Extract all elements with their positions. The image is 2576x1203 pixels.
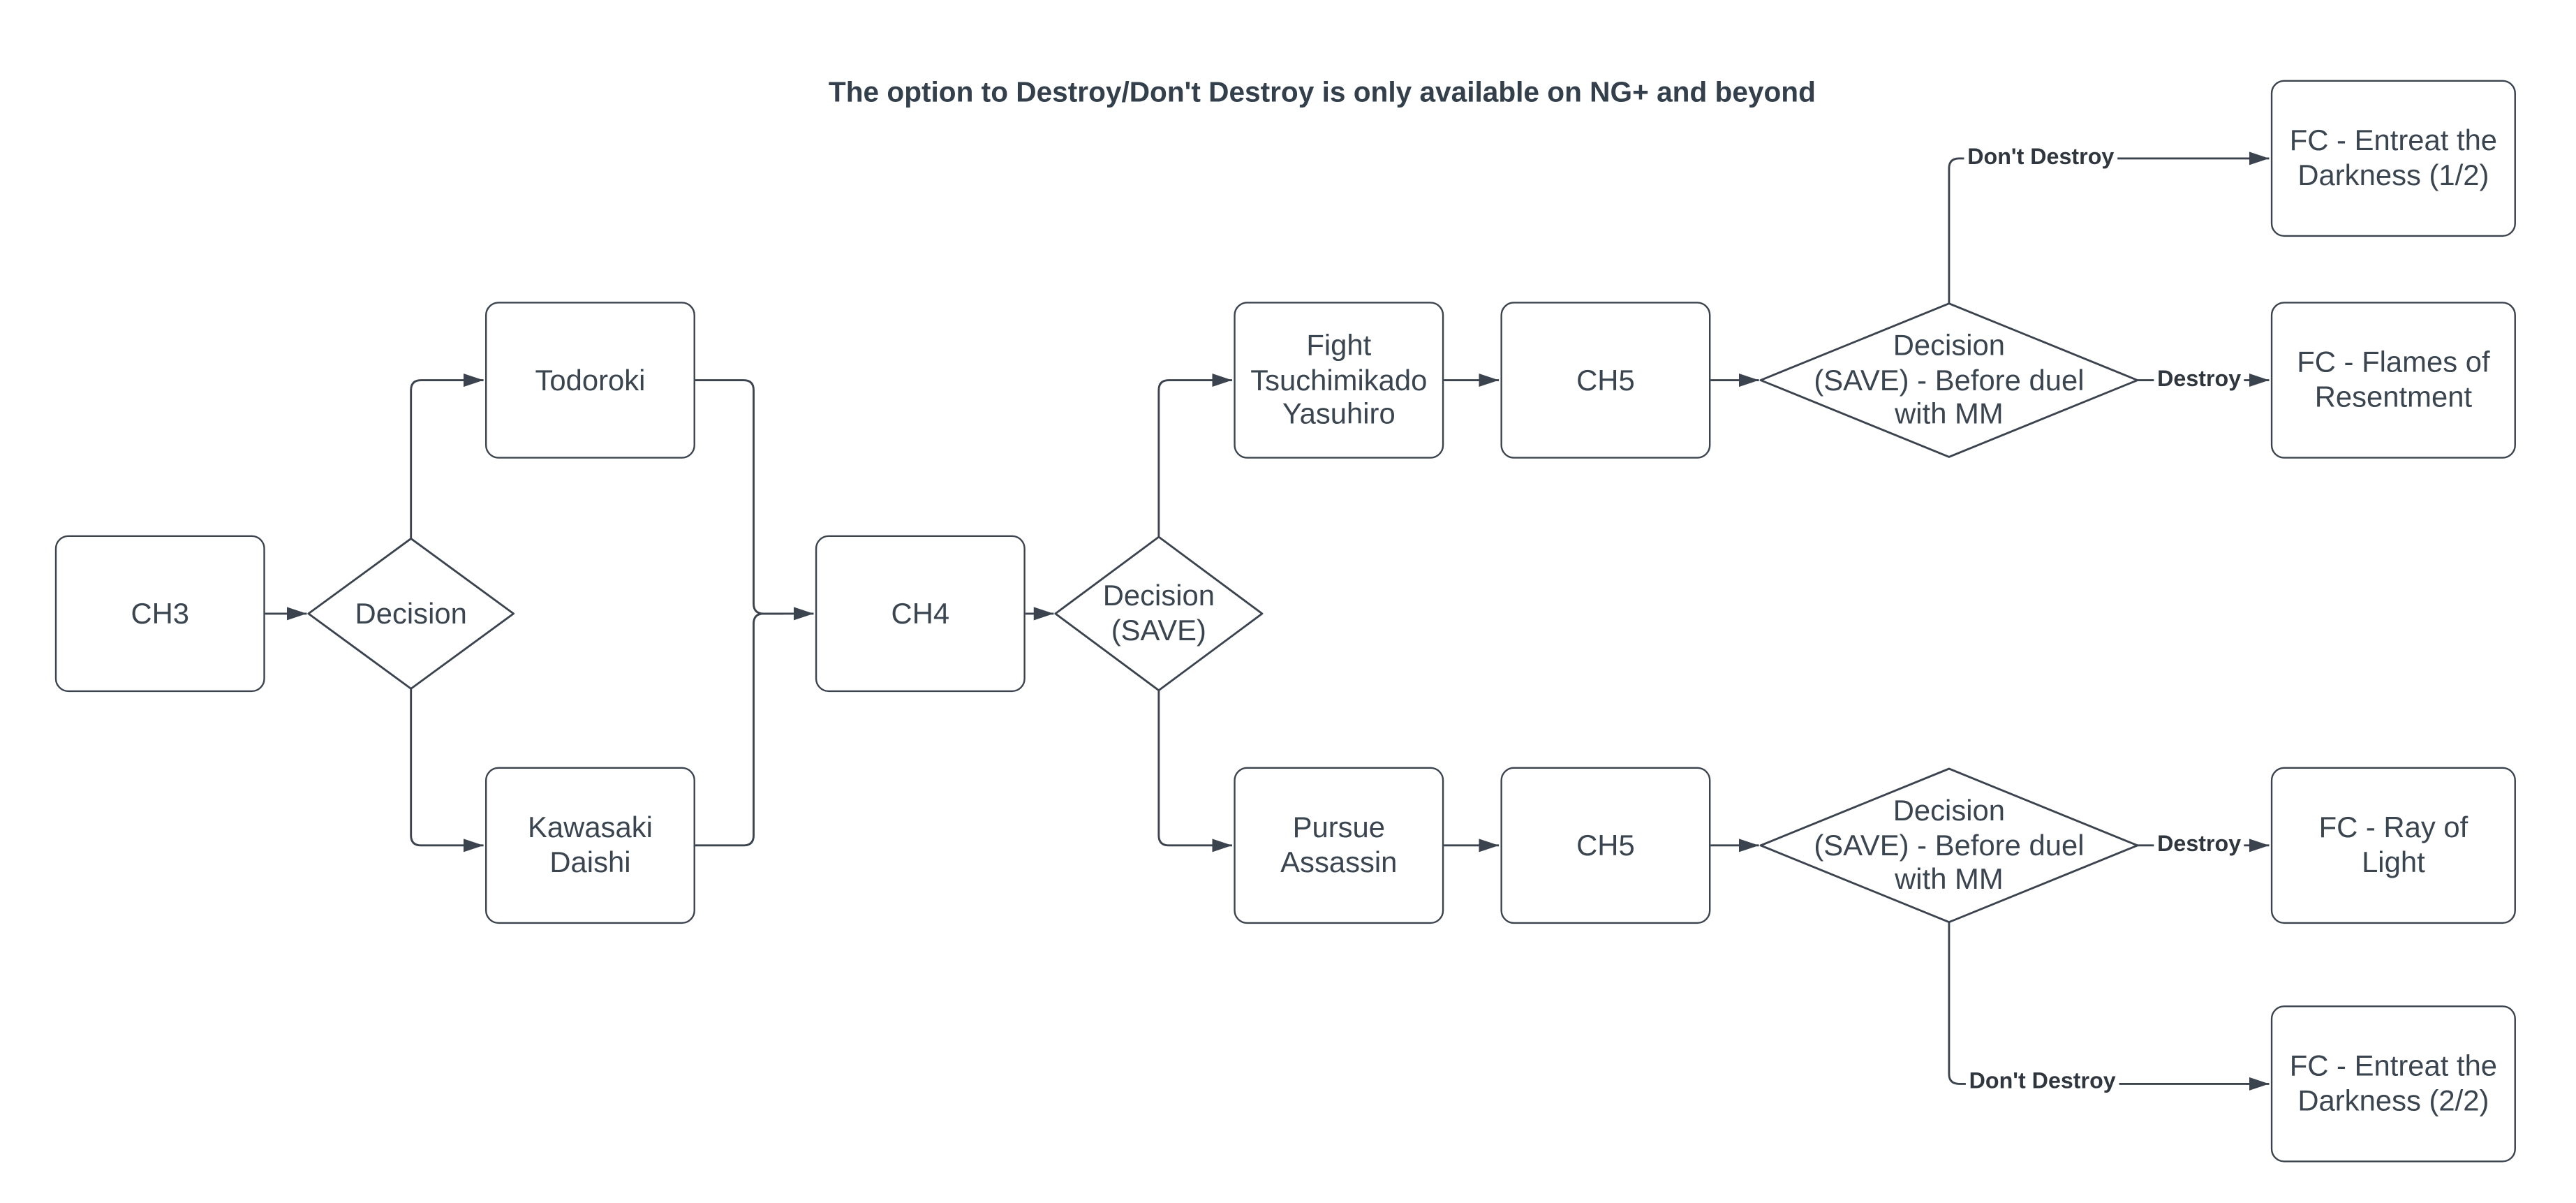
edge-decision1-to-todoroki [410,373,484,539]
decision-save-diamond [1054,536,1264,692]
node-decision1-label: Decision [355,596,467,630]
edge-duel-bottom-dont-destroy [1948,922,2270,1091]
node-kawasaki-daishi: Kawasaki Daishi [484,767,695,924]
edge-decision-save-to-pursue [1157,690,1232,853]
edge-label-dont-destroy-top: Don't Destroy [1964,144,2118,170]
node-fc-entreat-darkness-1: FC - Entreat the Darkness (1/2) [2270,80,2516,237]
decision1-diamond [307,537,515,690]
node-decision-duel-top-label: Decision (SAVE) - Before duel with MM [1814,328,2085,431]
node-ch5-top: CH5 [1500,302,1711,459]
edge-decision1-to-kawasaki [410,688,484,853]
node-pursue-assassin: Pursue Assassin [1234,767,1444,924]
node-fc-flames-of-resentment: FC - Flames of Resentment [2270,302,2516,459]
node-fc-entreat-darkness-2: FC - Entreat the Darkness (2/2) [2270,1005,2516,1163]
node-decision-duel-bottom-label: Decision (SAVE) - Before duel with MM [1814,793,2085,896]
edge-kawasaki-to-ch4 [695,612,784,847]
node-decision-save-label: Decision (SAVE) [1102,579,1215,647]
node-ch3: CH3 [54,535,265,693]
edge-label-destroy-bottom: Destroy [2154,831,2244,857]
edge-duel-top-dont-destroy [1948,152,2270,304]
edge-label-destroy-top: Destroy [2154,366,2244,392]
node-fight-tsuchimikado: Fight Tsuchimikado Yasuhiro [1234,302,1444,459]
edge-decision-save-to-fight [1157,373,1232,538]
edge-label-dont-destroy-bottom: Don't Destroy [1965,1068,2119,1093]
node-ch5-bottom: CH5 [1500,767,1711,924]
node-fc-ray-of-light: FC - Ray of Light [2270,767,2516,924]
node-ch4: CH4 [815,535,1026,693]
page-title: The option to Destroy/Don't Destroy is o… [828,76,1816,109]
node-todoroki: Todoroki [484,302,695,459]
edge-todoroki-to-ch4 [695,379,814,621]
